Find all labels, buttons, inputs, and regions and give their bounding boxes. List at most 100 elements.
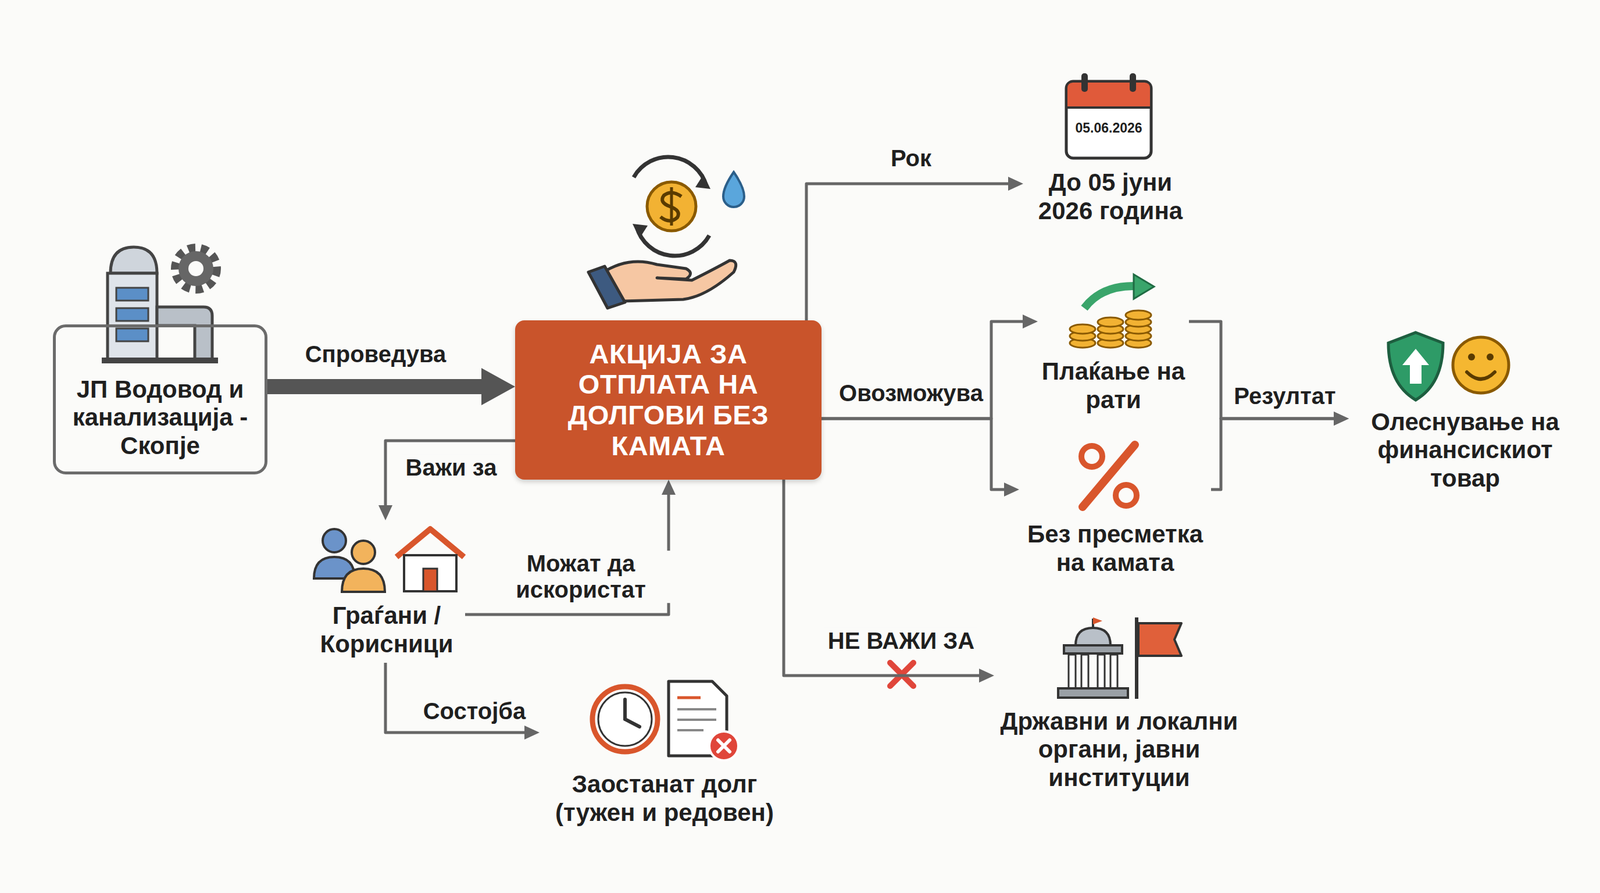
institutions-icon-part-part [1110,654,1118,689]
connector [821,418,1020,497]
connector-line [267,379,482,395]
no-interest-node: Без пресметка на камата [1019,436,1212,582]
overdue-debt-icon-part [598,692,652,746]
overdue-debt-icon-part [709,731,739,761]
overdue-debt-icon [592,681,739,761]
percent-icon-part [1115,484,1137,506]
waterworks-icon-part [107,273,157,361]
connector [1188,321,1349,426]
overdue-debt-icon-part [677,729,704,732]
node-text: Граѓани / Корисници [310,601,463,659]
waterworks-icon-part [110,247,157,274]
node-text: ЈП Водовод и канализација - Скопје [62,375,258,460]
node-text: До 05 јуни 2026 година [1025,168,1196,225]
overdue-debt-icon-part [677,718,717,721]
node-text: Плаќање на рати [1040,357,1187,414]
node-text: АКЦИЈА ЗА ОТПЛАТА НА ДОЛГОВИ БЕЗ КАМАТА [563,338,774,462]
relief-icon-part [1486,353,1494,361]
coins-icon [1069,274,1155,348]
overdue-debt-icon-part [623,699,627,720]
relief-icon-part [1468,353,1475,361]
institutions-icon-part [1058,688,1128,698]
edge-label: Можат да искористат [490,550,672,603]
edge-label: Важи за [402,454,501,481]
connector [821,314,1038,419]
edge-label: Состојба [419,698,530,725]
relief-icon-part [1388,332,1444,400]
edge-label: Рок [887,145,935,172]
edge-label: Резултат [1230,383,1339,410]
citizens-icon-part [351,540,375,564]
waterworks-icon-part [101,357,219,364]
arrow-head [661,479,676,495]
institutions-icon-part-part [1081,654,1089,689]
citizens-icon-part [404,555,457,592]
arrow-head [378,505,393,521]
node-text: Државни и локални органи, јавни институц… [996,707,1242,792]
percent-icon [1081,444,1137,507]
waterworks-icon-part [176,248,216,289]
organization-box: ЈП Водовод и канализација - Скопје [52,324,268,475]
coins-icon-part [1084,286,1137,309]
connector [378,440,516,521]
waterworks-icon-part [156,306,213,361]
overdue-debt-icon-part [677,696,701,700]
connector-line [821,321,1023,419]
institutions-icon-part [1063,645,1123,654]
debt-node: Заостанат долг (тужен и редовен) [539,677,790,832]
waterworks-icon-part [178,251,214,287]
relief-icon-part [1452,337,1509,394]
arrow-head [1004,482,1020,497]
institutions-icon-part [1138,623,1182,656]
payment-hand-icon-part [632,223,648,239]
waterworks-icon-part [116,287,149,301]
citizens-node: Граѓани / Корисници [308,520,466,663]
calendar-icon-part [1066,81,1152,159]
arrow-head [481,368,516,406]
connector-line [821,418,1005,490]
institutions-icon-part-part [1068,654,1076,689]
institutions-icon-part [1075,627,1111,646]
waterworks-icon-part [188,261,204,277]
installments-node: Плаќање на рати [1037,264,1189,419]
node-text: Без пресметка на камата [1021,520,1209,577]
arrow-head [524,725,540,740]
calendar-icon-part [1081,73,1088,92]
connector [385,662,540,740]
coins-icon-part [1133,274,1155,299]
coins-icon-part [1069,310,1152,348]
percent-icon-part [1082,444,1135,507]
payment-hand-icon-part [695,174,711,189]
edge-label: Овозможува [835,380,987,407]
connector-line [806,183,1009,321]
institutions-icon-part [1093,617,1103,625]
deadline-node: До 05 јуни 2026 година [1023,69,1198,230]
payment-hand-icon-part [670,187,674,226]
citizens-icon-part [341,568,385,592]
arrow-head [1008,176,1024,191]
connector [267,368,516,406]
payment-hand-icon-part [588,266,625,309]
edge-label: НЕ ВАЖИ ЗА [824,627,978,655]
citizens-icon-part [423,568,438,592]
calendar-icon-part [1129,73,1137,92]
connector [806,176,1024,321]
relief-icon-part [1466,372,1495,380]
overdue-debt-icon-part [625,719,640,727]
payment-hand-icon [588,156,745,309]
arrow-head [1333,411,1349,426]
calendar-icon-part [1067,82,1150,108]
payment-hand-icon-part [723,172,745,207]
connector-line [385,440,516,506]
arrow-head [1022,314,1038,329]
institutions-icon-part-part [1097,654,1105,689]
connector-line [1211,418,1334,490]
overdue-debt-icon-part [718,740,730,752]
overdue-debt-icon-part [677,708,717,711]
calendar-icon [1066,73,1152,159]
connector [1211,411,1349,490]
connector [783,479,995,683]
institutions-icon [1058,617,1182,699]
overdue-debt-icon-part [592,686,658,752]
